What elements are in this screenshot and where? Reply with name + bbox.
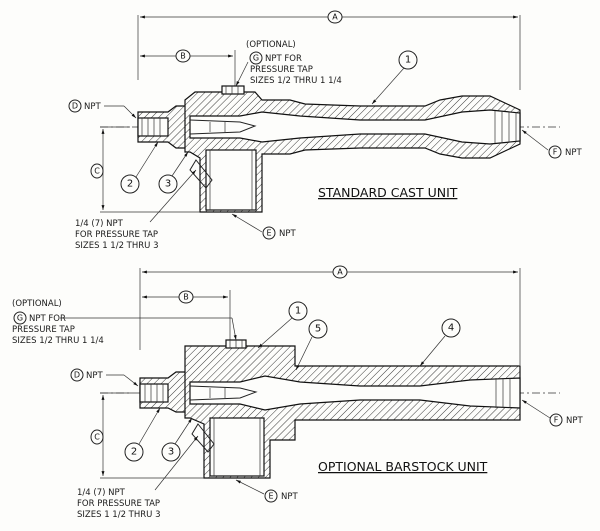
barstock-unit: A B bbox=[12, 265, 583, 520]
g-note2-line2: PRESSURE TAP bbox=[12, 325, 75, 335]
optional-label: (OPTIONAL) bbox=[246, 40, 296, 50]
balloon-2: 2 bbox=[127, 179, 133, 190]
tap-note-line1: 1/4 (7) NPT bbox=[75, 219, 124, 229]
optional-label-2: (OPTIONAL) bbox=[12, 299, 62, 309]
balloon-2b: 2 bbox=[131, 447, 137, 458]
tap-note2-line1: 1/4 (7) NPT bbox=[77, 488, 126, 498]
balloon-5: 5 bbox=[315, 324, 321, 335]
balloon-1b: 1 bbox=[295, 306, 301, 317]
balloon-3b: 3 bbox=[168, 447, 174, 458]
dim-f2-letter: F bbox=[554, 416, 559, 425]
d-npt-label-2: NPT bbox=[86, 371, 103, 381]
dim-a2-letter: A bbox=[337, 268, 343, 277]
e-npt-label: NPT bbox=[279, 229, 296, 239]
g-note-line1: NPT FOR bbox=[265, 54, 302, 64]
dim-c-letter: C bbox=[94, 167, 100, 176]
dim-b-letter: B bbox=[180, 52, 186, 61]
balloon-4: 4 bbox=[448, 323, 454, 334]
dim-c2-letter: C bbox=[94, 433, 100, 442]
f-npt-label-2: NPT bbox=[566, 416, 583, 426]
dim-e-letter: E bbox=[266, 229, 271, 238]
standard-cast-unit: A B bbox=[68, 10, 582, 251]
dim-d2-letter: D bbox=[74, 371, 80, 380]
g-note-line2: PRESSURE TAP bbox=[250, 65, 313, 75]
tap-note2-line3: SIZES 1 1/2 THRU 3 bbox=[77, 510, 161, 520]
dim-b2-letter: B bbox=[183, 293, 189, 302]
dim-g2-letter: G bbox=[17, 314, 23, 323]
d-npt-label: NPT bbox=[84, 102, 101, 112]
balloon-1: 1 bbox=[405, 55, 411, 66]
g-note-line3: SIZES 1/2 THRU 1 1/4 bbox=[250, 76, 342, 86]
dim-e2-letter: E bbox=[268, 492, 273, 501]
g-note2-line1: NPT FOR bbox=[29, 314, 66, 324]
dim-a-letter: A bbox=[332, 13, 338, 22]
barstock-caption: OPTIONAL BARSTOCK UNIT bbox=[318, 459, 488, 474]
dim-d-letter: D bbox=[72, 102, 78, 111]
dim-g-letter: G bbox=[253, 54, 259, 63]
tap-note2-line2: FOR PRESSURE TAP bbox=[77, 499, 160, 509]
g-note2-line3: SIZES 1/2 THRU 1 1/4 bbox=[12, 336, 104, 346]
balloon-3: 3 bbox=[165, 179, 171, 190]
e-npt-label-2: NPT bbox=[281, 492, 298, 502]
tap-note-line2: FOR PRESSURE TAP bbox=[75, 230, 158, 240]
standard-caption: STANDARD CAST UNIT bbox=[318, 185, 458, 200]
tap-note-line3: SIZES 1 1/2 THRU 3 bbox=[75, 241, 159, 251]
dim-f-letter: F bbox=[553, 148, 558, 157]
f-npt-label: NPT bbox=[565, 148, 582, 158]
